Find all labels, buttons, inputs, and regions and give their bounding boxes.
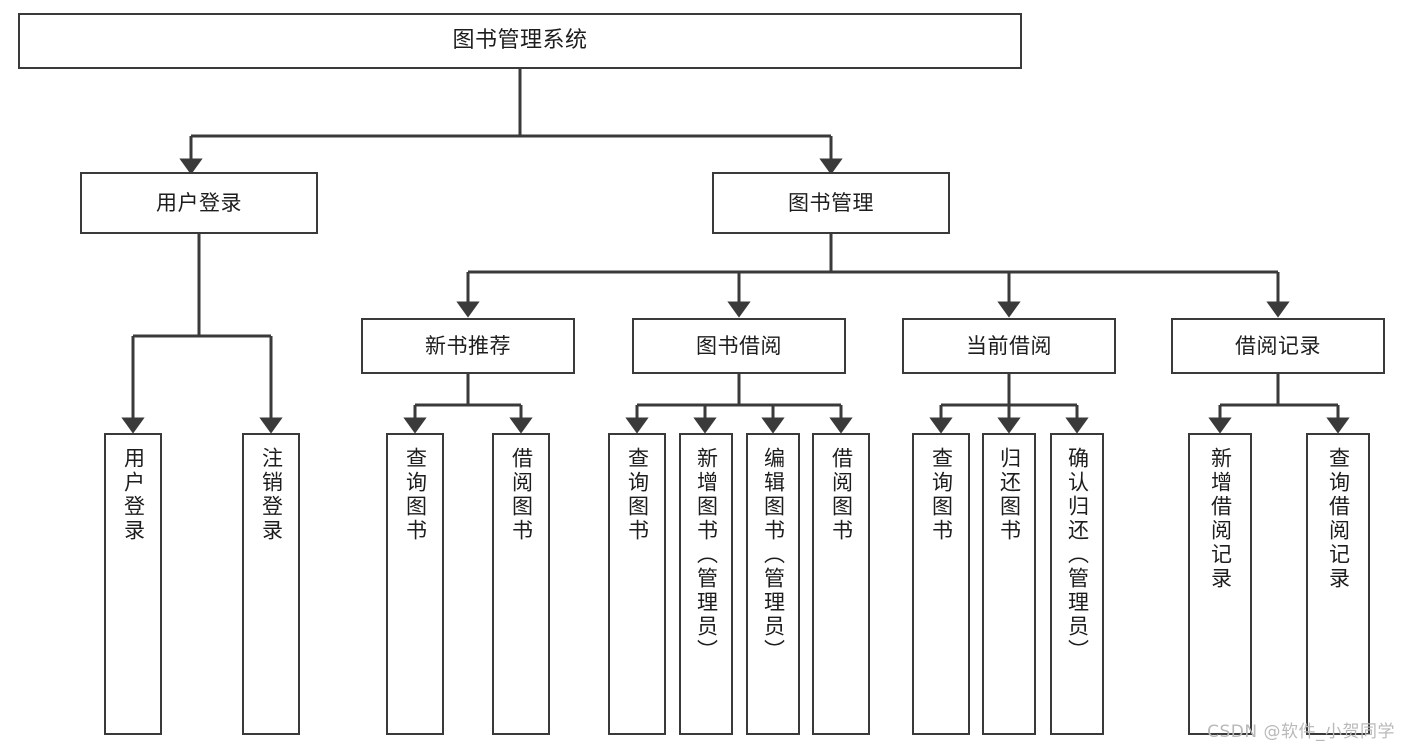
node-current-borrow-label: 当前借阅 bbox=[966, 333, 1052, 358]
node-book-management[interactable]: 图书管理 bbox=[712, 172, 950, 234]
node-borrow-record-label: 借阅记录 bbox=[1235, 333, 1321, 358]
node-new-book-recommend-label: 新书推荐 bbox=[425, 333, 511, 358]
csdn-watermark: CSDN @软件_小贺同学 bbox=[1207, 722, 1395, 742]
node-leaf-newbook-borrow-book[interactable]: 借阅图书 bbox=[492, 433, 550, 735]
node-leaf-borrow-lend-book-label: 借阅图书 bbox=[829, 447, 854, 543]
node-leaf-borrow-edit-book-admin[interactable]: 编辑图书（管理员） bbox=[746, 433, 800, 735]
node-leaf-borrow-add-book-admin[interactable]: 新增图书（管理员） bbox=[679, 433, 733, 735]
node-leaf-user-login[interactable]: 用户登录 bbox=[104, 433, 162, 735]
node-leaf-record-query-record[interactable]: 查询借阅记录 bbox=[1306, 433, 1370, 735]
node-leaf-newbook-query-book[interactable]: 查询图书 bbox=[386, 433, 444, 735]
node-leaf-user-login-label: 用户登录 bbox=[121, 447, 146, 543]
node-user-login[interactable]: 用户登录 bbox=[80, 172, 318, 234]
node-book-borrow[interactable]: 图书借阅 bbox=[632, 318, 846, 374]
node-leaf-logout-label: 注销登录 bbox=[259, 447, 284, 543]
node-root-book-management-system[interactable]: 图书管理系统 bbox=[18, 13, 1022, 69]
node-leaf-borrow-query-book-label: 查询图书 bbox=[625, 447, 650, 543]
node-borrow-record[interactable]: 借阅记录 bbox=[1171, 318, 1385, 374]
node-leaf-newbook-borrow-book-label: 借阅图书 bbox=[509, 447, 534, 543]
node-leaf-newbook-query-book-label: 查询图书 bbox=[403, 447, 428, 543]
node-leaf-current-confirm-return-admin-label: 确认归还（管理员） bbox=[1065, 447, 1090, 663]
node-leaf-borrow-lend-book[interactable]: 借阅图书 bbox=[812, 433, 870, 735]
node-leaf-borrow-edit-book-admin-label: 编辑图书（管理员） bbox=[761, 447, 786, 663]
node-user-login-label: 用户登录 bbox=[156, 190, 242, 215]
node-leaf-borrow-add-book-admin-label: 新增图书（管理员） bbox=[694, 447, 719, 663]
node-root-label: 图书管理系统 bbox=[452, 28, 588, 54]
node-leaf-current-return-book[interactable]: 归还图书 bbox=[982, 433, 1036, 735]
node-leaf-current-confirm-return-admin[interactable]: 确认归还（管理员） bbox=[1050, 433, 1104, 735]
node-leaf-logout[interactable]: 注销登录 bbox=[242, 433, 300, 735]
node-current-borrow[interactable]: 当前借阅 bbox=[902, 318, 1116, 374]
node-new-book-recommend[interactable]: 新书推荐 bbox=[361, 318, 575, 374]
node-leaf-current-return-book-label: 归还图书 bbox=[997, 447, 1022, 543]
node-leaf-current-query-book-label: 查询图书 bbox=[929, 447, 954, 543]
node-leaf-record-add-record[interactable]: 新增借阅记录 bbox=[1188, 433, 1252, 735]
node-book-borrow-label: 图书借阅 bbox=[696, 333, 782, 358]
node-leaf-record-add-record-label: 新增借阅记录 bbox=[1208, 447, 1233, 591]
node-leaf-borrow-query-book[interactable]: 查询图书 bbox=[608, 433, 666, 735]
node-book-management-label: 图书管理 bbox=[788, 190, 874, 215]
node-leaf-current-query-book[interactable]: 查询图书 bbox=[912, 433, 970, 735]
node-leaf-record-query-record-label: 查询借阅记录 bbox=[1326, 447, 1351, 591]
